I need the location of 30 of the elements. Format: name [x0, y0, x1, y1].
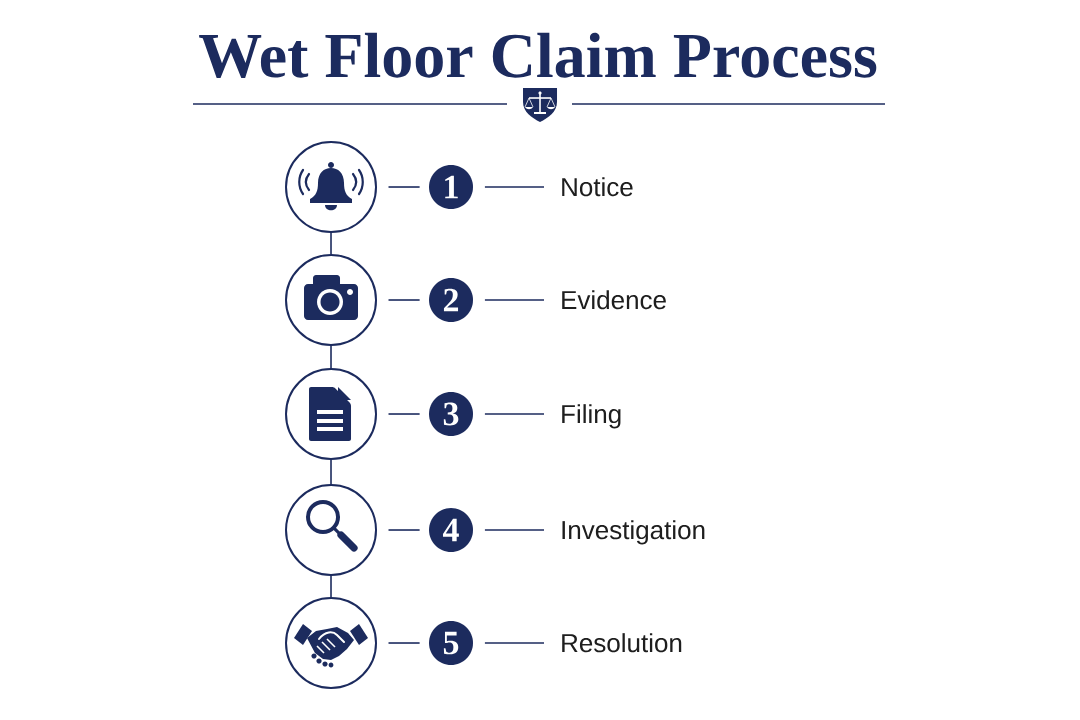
number-badge: 2: [429, 278, 473, 322]
number-badge: 1: [429, 165, 473, 209]
step-label: Filing: [562, 404, 621, 429]
step-label: Notice: [562, 177, 633, 197]
step-circle: [285, 597, 377, 689]
connector-line: [387, 299, 421, 301]
connector-line: [484, 299, 545, 301]
connector-line: [387, 529, 421, 531]
connector-line: [484, 529, 545, 531]
step-label: Resolution: [562, 633, 682, 653]
number-badge: 3: [429, 392, 473, 436]
connector-line: [330, 575, 332, 598]
number-badge: 5: [429, 621, 473, 665]
connector-line: [330, 232, 332, 255]
number-badge: 4: [429, 508, 473, 552]
connector-line: [330, 345, 332, 369]
connector-line: [387, 642, 421, 644]
step-circle: [285, 368, 377, 460]
connector-line: [484, 186, 545, 188]
connector-line: [330, 459, 332, 485]
connector-line: [484, 642, 545, 644]
connector-line: [387, 413, 421, 415]
step-circle: [285, 254, 377, 346]
step-label: Investigation: [562, 520, 705, 545]
step-circle: [285, 484, 377, 576]
connector-line: [484, 413, 545, 415]
connector-line: [387, 186, 421, 188]
step-circle: [285, 141, 377, 233]
step-label: Evidence: [562, 290, 666, 310]
title: Wet Floor Claim Process: [199, 32, 877, 78]
